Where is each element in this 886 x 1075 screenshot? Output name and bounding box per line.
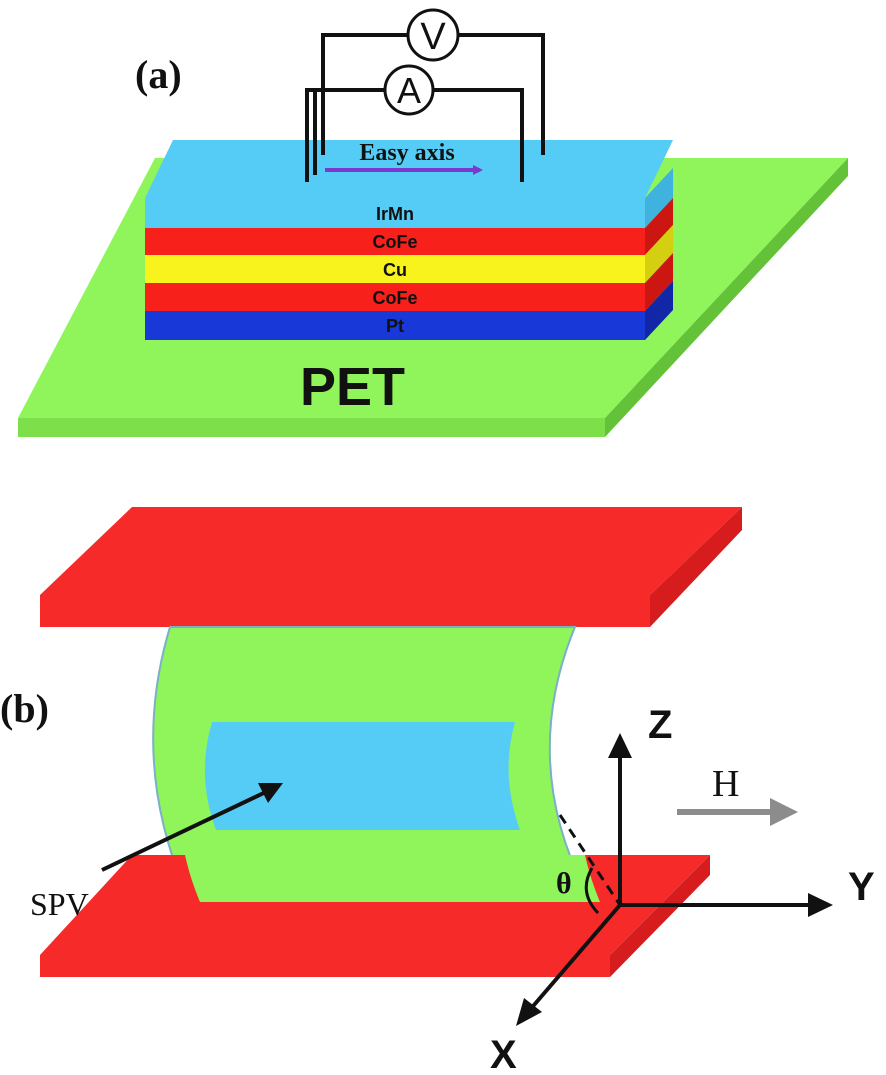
- layer-label-cofe-bottom: CoFe: [373, 288, 418, 308]
- voltmeter-icon: [406, 8, 460, 62]
- layer-label-irmn: IrMn: [376, 204, 414, 224]
- spv-device: [204, 722, 520, 830]
- circuit-wires: [305, 33, 545, 182]
- easy-axis-label: Easy axis: [359, 140, 454, 166]
- top-clamp: [40, 507, 742, 627]
- layer-label-cu: Cu: [383, 260, 407, 280]
- voltmeter-symbol: V: [420, 16, 446, 58]
- spv-pointer-arrow: [101, 783, 283, 872]
- ammeter-icon: [383, 64, 435, 116]
- field-label: H: [712, 763, 739, 805]
- film-bottom-contact: [185, 855, 600, 902]
- field-arrow: [677, 798, 798, 826]
- z-axis-arrowhead: [608, 733, 632, 758]
- z-axis-label: Z: [648, 703, 672, 747]
- panel-a: (a) PET IrMn CoFe Cu CoFe Pt: [18, 8, 848, 437]
- panel-b: (b) SPV: [0, 507, 875, 1075]
- x-axis-arrowhead: [516, 998, 542, 1026]
- y-axis-label: Y: [848, 865, 875, 909]
- panel-a-label: (a): [135, 52, 182, 97]
- ammeter-symbol: A: [397, 70, 421, 111]
- pet-label: PET: [300, 357, 405, 417]
- angle-arc: [584, 867, 600, 915]
- spv-label: SPV: [30, 886, 89, 922]
- layer-label-pt: Pt: [386, 316, 404, 336]
- angle-label: θ: [556, 867, 572, 900]
- layer-label-cofe-top: CoFe: [373, 232, 418, 252]
- coordinate-axes: [516, 733, 833, 1026]
- panel-b-label: (b): [0, 686, 49, 731]
- x-axis-label: X: [490, 1033, 517, 1075]
- y-axis-arrowhead: [808, 893, 833, 917]
